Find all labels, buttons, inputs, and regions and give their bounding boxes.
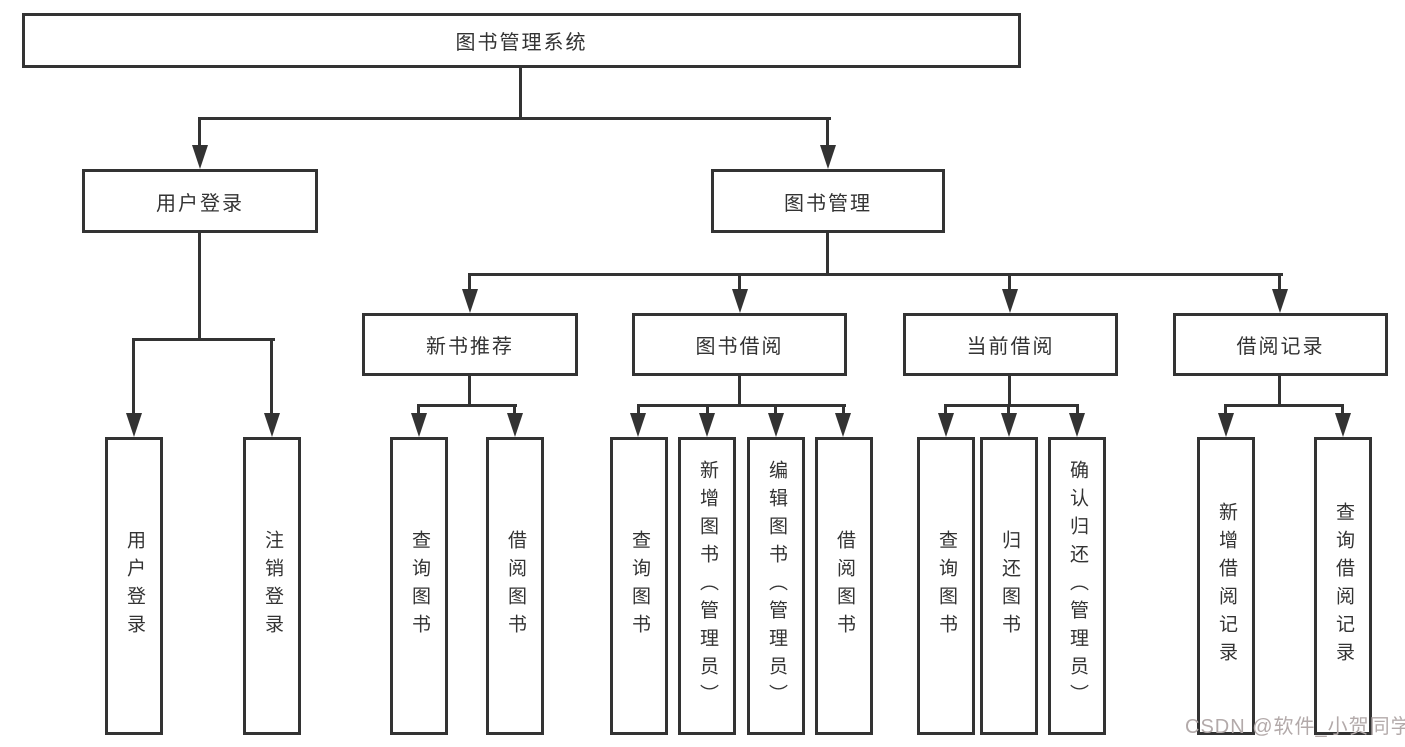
node-current-borrowing: 当前借阅: [903, 313, 1118, 376]
connector-vline: [1008, 376, 1011, 407]
node-leaf-borrow-books: 借阅图书: [815, 437, 873, 735]
connector-vline: [1278, 376, 1281, 407]
node-leaf-return-books: 归还图书: [980, 437, 1038, 735]
node-leaf-borrow-books-recommend: 借阅图书: [486, 437, 544, 735]
node-leaf-confirm-return-admin: 确认归还（管理员）: [1048, 437, 1106, 735]
connector-vline: [1278, 273, 1281, 292]
connector-vline: [513, 404, 516, 416]
node-leaf-logout: 注销登录: [243, 437, 301, 735]
arrowhead-down-icon: [126, 413, 142, 437]
connector-vline: [826, 117, 829, 147]
connector-vline: [270, 338, 273, 415]
node-leaf-user-login: 用户登录: [105, 437, 163, 735]
connector-vline: [637, 404, 640, 416]
arrowhead-down-icon: [732, 289, 748, 313]
arrowhead-down-icon: [938, 413, 954, 437]
connector-hline: [1224, 404, 1344, 407]
arrowhead-down-icon: [411, 413, 427, 437]
node-leaf-query-books-borrow: 查询图书: [610, 437, 668, 735]
connector-vline: [738, 273, 741, 292]
connector-vline: [944, 404, 947, 416]
node-leaf-query-books-recommend: 查询图书: [390, 437, 448, 735]
connector-hline: [637, 404, 846, 407]
connector-hline: [468, 273, 1283, 276]
connector-vline: [198, 117, 201, 147]
node-book-management: 图书管理: [711, 169, 945, 233]
connector-vline: [468, 273, 471, 292]
connector-hline: [417, 404, 517, 407]
connector-hline: [198, 117, 831, 120]
node-new-book-recommendation: 新书推荐: [362, 313, 578, 376]
connector-hline: [944, 404, 1079, 407]
arrowhead-down-icon: [820, 145, 836, 169]
node-leaf-query-borrow-record: 查询借阅记录: [1314, 437, 1372, 735]
connector-vline: [1224, 404, 1227, 416]
arrowhead-down-icon: [1272, 289, 1288, 313]
connector-vline: [1076, 404, 1079, 416]
connector-vline: [842, 404, 845, 416]
node-book-borrowing: 图书借阅: [632, 313, 847, 376]
connector-vline: [417, 404, 420, 416]
node-leaf-query-books-current: 查询图书: [917, 437, 975, 735]
arrowhead-down-icon: [699, 413, 715, 437]
node-borrowing-records: 借阅记录: [1173, 313, 1388, 376]
connector-vline: [706, 404, 709, 416]
arrowhead-down-icon: [1218, 413, 1234, 437]
connector-vline: [1007, 404, 1010, 416]
node-leaf-add-books-admin: 新增图书（管理员）: [678, 437, 736, 735]
arrowhead-down-icon: [507, 413, 523, 437]
arrowhead-down-icon: [462, 289, 478, 313]
arrowhead-down-icon: [1335, 413, 1351, 437]
connector-hline: [132, 338, 275, 341]
node-library-management-system: 图书管理系统: [22, 13, 1021, 68]
connector-vline: [1341, 404, 1344, 416]
connector-vline: [519, 68, 522, 120]
connector-vline: [1008, 273, 1011, 292]
connector-vline: [774, 404, 777, 416]
arrowhead-down-icon: [1002, 289, 1018, 313]
arrowhead-down-icon: [630, 413, 646, 437]
arrowhead-down-icon: [264, 413, 280, 437]
arrowhead-down-icon: [768, 413, 784, 437]
connector-vline: [738, 376, 741, 407]
csdn-watermark: CSDN @软件_小贺同学: [1185, 716, 1405, 738]
connector-vline: [468, 376, 471, 407]
arrowhead-down-icon: [1001, 413, 1017, 437]
node-leaf-edit-books-admin: 编辑图书（管理员）: [747, 437, 805, 735]
arrowhead-down-icon: [192, 145, 208, 169]
node-leaf-add-borrow-record: 新增借阅记录: [1197, 437, 1255, 735]
connector-vline: [132, 338, 135, 415]
connector-vline: [826, 233, 829, 276]
arrowhead-down-icon: [835, 413, 851, 437]
arrowhead-down-icon: [1069, 413, 1085, 437]
node-user-login: 用户登录: [82, 169, 318, 233]
connector-vline: [198, 233, 201, 341]
